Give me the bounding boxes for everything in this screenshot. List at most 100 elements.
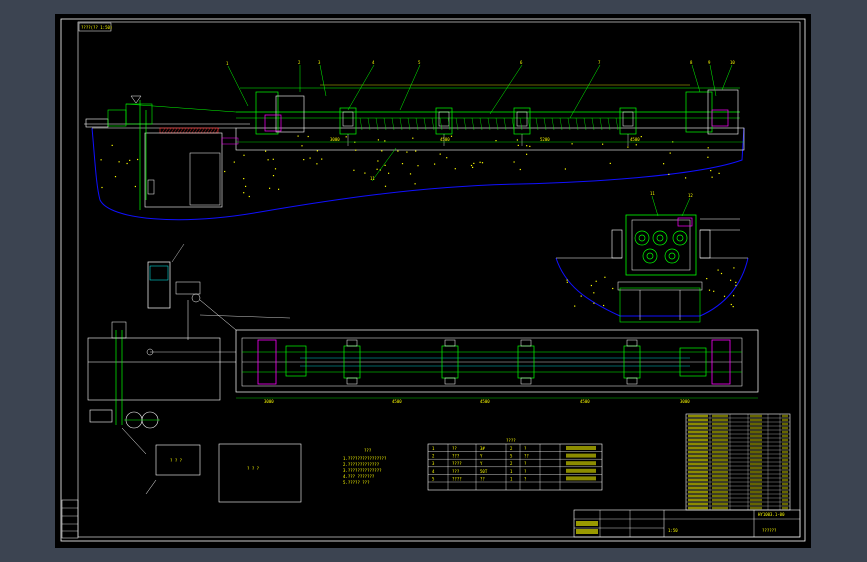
svg-text:????: ???? bbox=[452, 461, 462, 466]
svg-text:4: 4 bbox=[432, 469, 435, 474]
svg-text:???: ??? bbox=[452, 469, 460, 474]
elev-trolleys bbox=[339, 107, 637, 146]
elev-balloon-11: 11 bbox=[370, 176, 375, 181]
svg-text:3: 3 bbox=[432, 461, 435, 466]
detail-box-1-label: ? ? ? bbox=[170, 458, 183, 463]
svg-text:??: ?? bbox=[452, 446, 457, 451]
svg-text:???: ??? bbox=[452, 454, 460, 459]
bom-row-17 bbox=[688, 478, 788, 482]
top-title-box: ????(?? 1:50) bbox=[78, 22, 112, 32]
note-line-3: 3.?????????????? bbox=[343, 468, 382, 473]
ground-outline bbox=[91, 127, 745, 221]
svg-text:????: ???? bbox=[452, 476, 462, 481]
elev-trolley-3 bbox=[513, 107, 531, 146]
note-line-1: 1.???????????????? bbox=[343, 456, 387, 461]
svg-text:Y: Y bbox=[480, 454, 483, 459]
note-line-2: 2.????????????? bbox=[343, 462, 380, 467]
svg-text:5: 5 bbox=[510, 454, 513, 459]
bom-row-16 bbox=[688, 474, 788, 478]
dim-top-3: 5200 bbox=[540, 137, 550, 142]
plan-carriage-2 bbox=[441, 339, 459, 385]
section-balloon-a: 11 bbox=[650, 191, 655, 196]
dim-top-2: 4500 bbox=[440, 137, 450, 142]
dim-plan-3: 4500 bbox=[480, 399, 490, 404]
svg-text:1: 1 bbox=[432, 446, 435, 451]
elev-left-frame bbox=[255, 91, 305, 135]
bom-table bbox=[685, 413, 791, 511]
bom-row-2 bbox=[688, 418, 788, 422]
elev-trolley-4 bbox=[619, 107, 637, 146]
note-line-4: 4.??? ??????? bbox=[343, 474, 375, 479]
bom-row-3 bbox=[688, 422, 788, 426]
elev-balloon-1: 1 bbox=[226, 61, 229, 66]
plan-machine-room bbox=[87, 337, 221, 401]
bom-row-9 bbox=[688, 446, 788, 450]
title-block: HY1003.1-00 ?????? 1:50 bbox=[573, 509, 801, 538]
svg-text:2: 2 bbox=[510, 461, 513, 466]
bom-row-8 bbox=[688, 442, 788, 446]
notes-title: ??? bbox=[364, 448, 372, 453]
tech-table-title: ???? bbox=[506, 438, 516, 443]
top-title-label: ????(?? 1:50) bbox=[81, 25, 112, 30]
detail-box-1 bbox=[155, 444, 201, 476]
machine-pit bbox=[144, 132, 223, 208]
plan-carriages bbox=[343, 339, 641, 385]
inner-frame bbox=[77, 21, 801, 538]
elev-balloon-3: 3 bbox=[318, 60, 321, 65]
bom-row-10 bbox=[688, 450, 788, 454]
elev-left-winch bbox=[85, 95, 237, 128]
dim-plan-5: 3000 bbox=[680, 399, 690, 404]
svg-text:2: 2 bbox=[432, 454, 435, 459]
bom-row-5 bbox=[688, 430, 788, 434]
plan-outline bbox=[235, 329, 759, 393]
svg-text:50T: 50T bbox=[480, 469, 488, 474]
svg-text:?: ? bbox=[524, 476, 527, 481]
bom-row-12 bbox=[688, 458, 788, 462]
svg-text:??: ?? bbox=[524, 454, 529, 459]
svg-text:1: 1 bbox=[510, 476, 513, 481]
dim-top-4: 4500 bbox=[630, 137, 640, 142]
concrete-slab bbox=[235, 127, 745, 151]
bom-row-6 bbox=[688, 434, 788, 438]
drawing-number: HY1003.1-00 bbox=[758, 512, 785, 517]
elev-trolley-2 bbox=[435, 107, 453, 146]
section-balloon-b: 12 bbox=[688, 193, 693, 198]
plan-view: 3000 4500 4500 4500 3000 bbox=[87, 243, 759, 495]
dim-plan-4: 4500 bbox=[580, 399, 590, 404]
revision-block bbox=[61, 499, 79, 539]
bom-row-20 bbox=[688, 490, 788, 494]
tech-row-5: 5?????? 1? bbox=[432, 476, 596, 481]
svg-text:?: ? bbox=[524, 461, 527, 466]
bom-row-7 bbox=[688, 438, 788, 442]
annotation-boxes: ? ? ? ? ? ? bbox=[155, 443, 302, 503]
bom-row-1 bbox=[688, 414, 788, 418]
note-line-5: 5.????? ??? bbox=[343, 480, 370, 485]
bom-row-13 bbox=[688, 462, 788, 466]
detail-box-2 bbox=[218, 443, 302, 503]
plan-carriage-1 bbox=[343, 339, 361, 385]
detail-box-2-label: ? ? ? bbox=[247, 466, 260, 471]
dim-plan-1: 3000 bbox=[264, 399, 274, 404]
svg-text:??: ?? bbox=[480, 476, 485, 481]
outer-frame bbox=[60, 18, 806, 542]
pump-unit bbox=[147, 261, 171, 309]
plan-carriage-4 bbox=[623, 339, 641, 385]
elev-balloon-7: 7 bbox=[598, 60, 601, 65]
section-view: 11 12 bbox=[555, 191, 749, 323]
svg-text:?: ? bbox=[524, 446, 527, 451]
company-name: ?????? bbox=[762, 528, 777, 533]
svg-text:2: 2 bbox=[510, 446, 513, 451]
bom-row-19 bbox=[688, 486, 788, 490]
svg-text:5: 5 bbox=[432, 476, 435, 481]
bom-row-22 bbox=[688, 498, 788, 502]
svg-text:?: ? bbox=[524, 469, 527, 474]
sheet-scale: 1:50 bbox=[668, 528, 678, 533]
elev-balloon-9: 9 bbox=[708, 60, 711, 65]
